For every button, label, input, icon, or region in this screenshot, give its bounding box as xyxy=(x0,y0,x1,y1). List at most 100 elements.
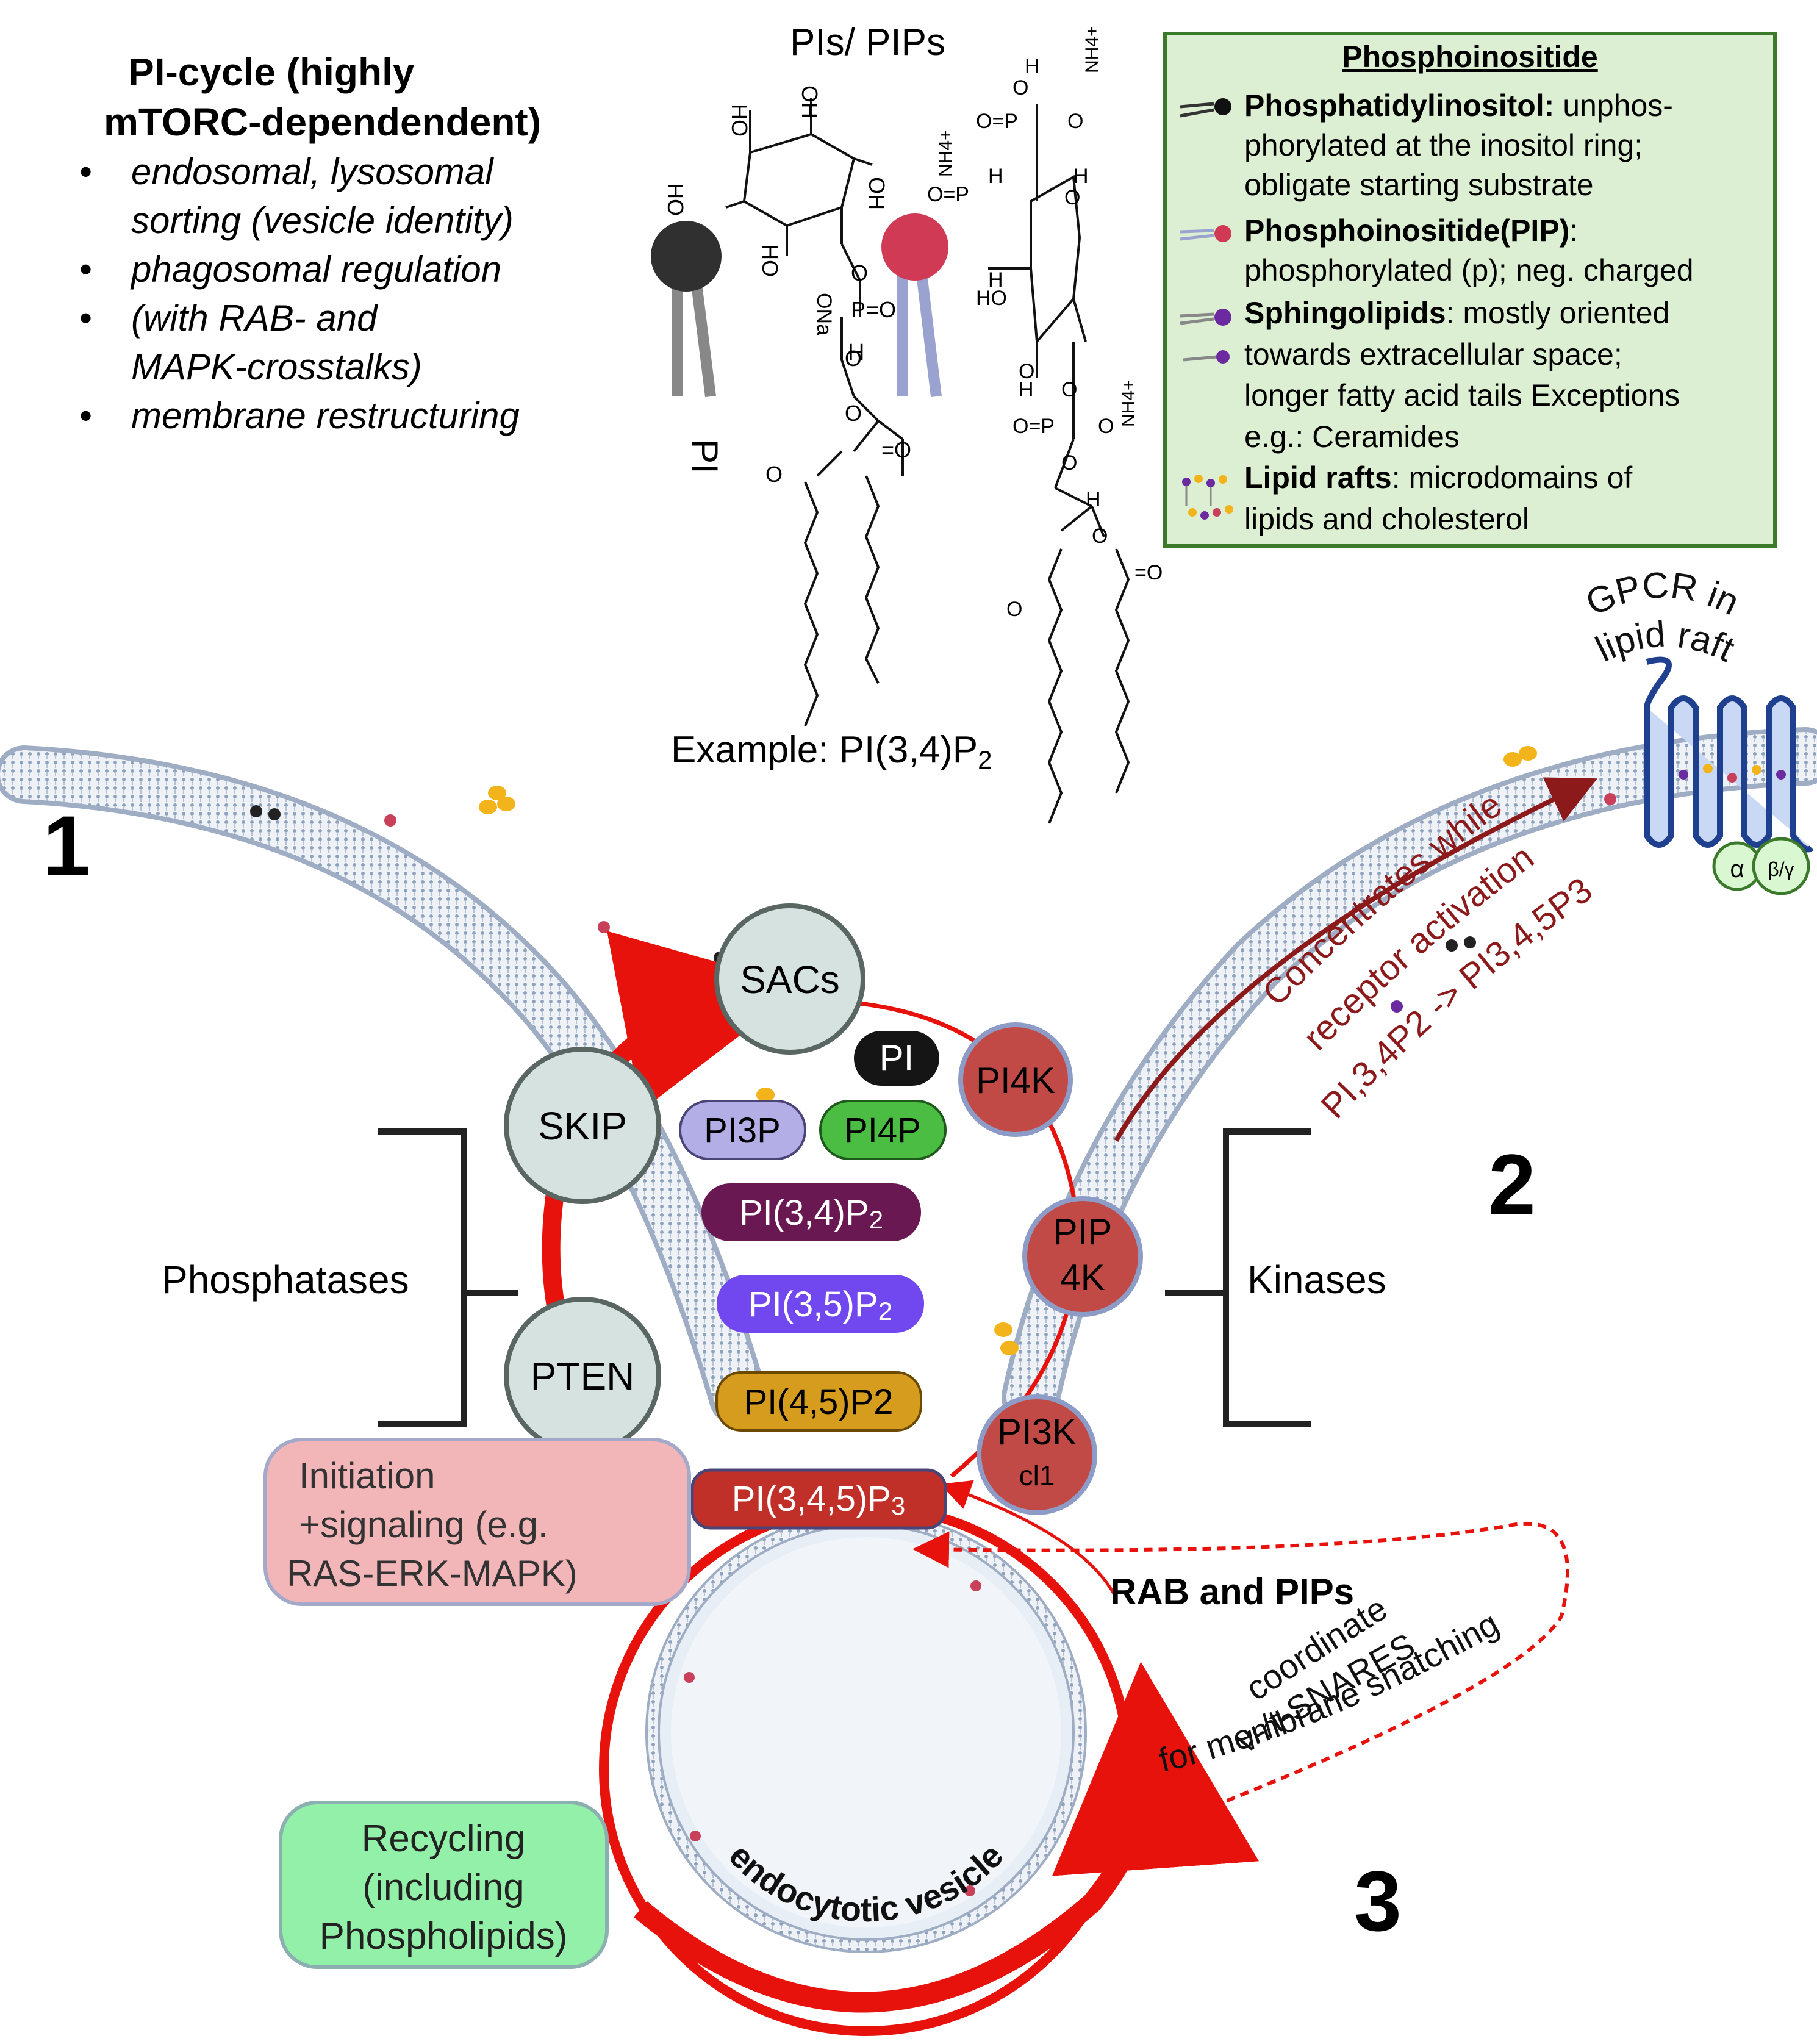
enzyme-skip: SKIP xyxy=(504,1047,661,1204)
rab-title: RAB and PIPs xyxy=(1110,1571,1354,1612)
initiation-line-1: Initiation xyxy=(299,1455,435,1496)
phosphatases-bracket xyxy=(378,1128,518,1427)
atom-o-eq-1: O xyxy=(765,462,783,487)
recycling-line-1: Recycling xyxy=(362,1818,526,1860)
bullet-3-dot: • xyxy=(79,298,92,339)
atom-o-1: O xyxy=(851,260,868,285)
pten-label: PTEN xyxy=(531,1354,635,1398)
example-label: Example: PI(3,4)P2 xyxy=(671,729,992,774)
gpcr-alpha: α xyxy=(1730,856,1744,883)
atom-o-10: O xyxy=(1061,451,1077,475)
recycling-line-3: Phospholipids) xyxy=(320,1915,568,1957)
pi-lipid-icon: PI xyxy=(651,221,725,474)
atom-h-2: H xyxy=(1025,55,1040,78)
atom-h-1: H xyxy=(848,340,864,365)
legend-entry-3-line2: towards extracellular space; xyxy=(1244,337,1622,371)
pip-lipid-icon xyxy=(881,213,948,398)
pi-icon-label: PI xyxy=(684,439,725,474)
atom-ho-4: HO xyxy=(976,287,1007,310)
atom-nh4-1: NH4+ xyxy=(1082,26,1102,73)
sacs-label: SACs xyxy=(740,958,840,1002)
gpcr-receptor: GPCR in lipid raft α β/γ xyxy=(1580,564,1814,895)
atom-nh4-2: NH4+ xyxy=(936,129,956,177)
pi3k-label-1: PI3K xyxy=(997,1411,1077,1452)
lipid-pi34p2-label: PI(3,4)P2 xyxy=(739,1193,883,1234)
lipid-pi45p2: PI(4,5)P2 xyxy=(715,1371,922,1432)
atom-o-6: O xyxy=(1064,186,1080,209)
pip4k-label-1: PIP xyxy=(1053,1211,1113,1252)
lipid-pi35p2-label: PI(3,5)P2 xyxy=(748,1285,892,1325)
legend-entry-4-line2: lipids and cholesterol xyxy=(1244,502,1529,536)
legend-entry-1-line2: phorylated at the inositol ring; xyxy=(1244,128,1643,162)
legend-entry-1-line1: Phosphatidylinositol: unphos- xyxy=(1244,88,1673,123)
pi3k-label-2: cl1 xyxy=(1019,1460,1055,1491)
atom-o-9: O xyxy=(1098,415,1114,438)
legend-entry-2-line1: Phosphoinositide(PIP): xyxy=(1244,213,1578,248)
atom-eq-o-3: =O xyxy=(1134,561,1163,584)
bullet-1-dot: • xyxy=(79,151,92,192)
bullet-4-dot: • xyxy=(79,395,92,436)
atom-o-eq-p-1: O=P xyxy=(976,110,1018,133)
legend-entry-2-line2: phosphorylated (p); neg. charged xyxy=(1244,253,1694,287)
bullet-4: membrane restructuring xyxy=(131,395,520,436)
bullet-3: (with RAB- and xyxy=(131,298,378,339)
atom-o-7: O xyxy=(1019,360,1034,383)
atom-o-eq-2: O xyxy=(1006,598,1022,621)
atom-h-3: H xyxy=(988,165,1003,188)
atom-oh-2: OH xyxy=(864,177,889,210)
kinases-label: Kinases xyxy=(1247,1258,1386,1302)
atom-ho-1: HO xyxy=(727,104,752,137)
atom-ho-3: HO xyxy=(758,244,783,277)
initiation-box: Initiation +signaling (e.g. RAS-ERK-MAPK… xyxy=(263,1438,691,1606)
atom-o-5: O xyxy=(1067,110,1083,133)
enzyme-pip4k: PIP 4K xyxy=(1022,1196,1143,1317)
bullet-2-dot: • xyxy=(79,249,92,290)
lipid-pi345p3: PI(3,4,5)P3 xyxy=(690,1468,947,1530)
summary-title-1: PI-cycle (highly xyxy=(128,50,415,94)
atom-oh-1: OH xyxy=(797,85,822,118)
lipid-pi4p: PI4P xyxy=(819,1100,947,1160)
atom-p-1: P xyxy=(851,297,865,322)
inositol-ring-left xyxy=(725,98,904,726)
atom-o-eq-p-2: O=P xyxy=(927,183,969,206)
bullet-3-cont: MAPK-crosstalks) xyxy=(131,346,422,387)
initiation-line-2: +signaling (e.g. xyxy=(299,1504,548,1545)
gpcr-betagamma: β/γ xyxy=(1768,858,1794,880)
atom-o-4: O xyxy=(1012,76,1028,99)
structure-title: PIs/ PIPs xyxy=(790,21,945,63)
atom-h-6: H xyxy=(1019,378,1034,401)
atom-h-7: H xyxy=(1086,488,1101,511)
red-lipid-icon xyxy=(1180,225,1231,242)
legend-title: Phosphoinositide xyxy=(1342,40,1597,74)
pi-cycle-summary: PI-cycle (highly mTORC-dependendent) • e… xyxy=(79,50,541,436)
atom-h-4: H xyxy=(1073,165,1089,188)
step-number-3: 3 xyxy=(1354,1853,1402,1949)
atom-ona: ONa xyxy=(812,293,836,335)
summary-title-2: mTORC-dependendent) xyxy=(104,100,541,144)
step-number-2: 2 xyxy=(1488,1136,1536,1232)
lipid-pi3p: PI3P xyxy=(679,1100,806,1160)
atom-o-2: O xyxy=(845,346,862,371)
step-number-1: 1 xyxy=(43,798,90,894)
rab-dashed-arrow xyxy=(912,1521,1569,1850)
kinases-bracket xyxy=(1165,1128,1311,1427)
bullet-2: phagosomal regulation xyxy=(130,249,501,290)
bullet-1-cont: sorting (vesicle identity) xyxy=(131,200,514,241)
lipid-pi4p-label: PI4P xyxy=(844,1111,921,1150)
lipid-raft-icon xyxy=(1182,475,1233,520)
atom-h-5: H xyxy=(988,268,1003,292)
pi-structure-panel: PIs/ PIPs PI HO OH xyxy=(651,21,1163,824)
enzyme-pi3k: PI3K cl1 xyxy=(977,1394,1097,1515)
lipid-pi3p-label: PI3P xyxy=(704,1111,781,1150)
skip-label: SKIP xyxy=(538,1104,627,1148)
inositol-ring-right xyxy=(988,104,1130,824)
recycling-box: Recycling (including Phospholipids) xyxy=(279,1801,609,1969)
legend-entry-3-line1: Sphingolipids: mostly oriented xyxy=(1244,296,1669,330)
enzyme-pi4k: PI4K xyxy=(958,1022,1073,1137)
phosphoinositide-legend: Phosphoinositide Phosphatidylinositol: u… xyxy=(1163,32,1777,548)
atom-o-11: O xyxy=(1092,525,1108,548)
lipid-pi45p2-label: PI(4,5)P2 xyxy=(744,1382,894,1422)
legend-entry-1-line3: obligate starting substrate xyxy=(1244,168,1594,202)
atom-nh4-3: NH4+ xyxy=(1119,379,1139,427)
